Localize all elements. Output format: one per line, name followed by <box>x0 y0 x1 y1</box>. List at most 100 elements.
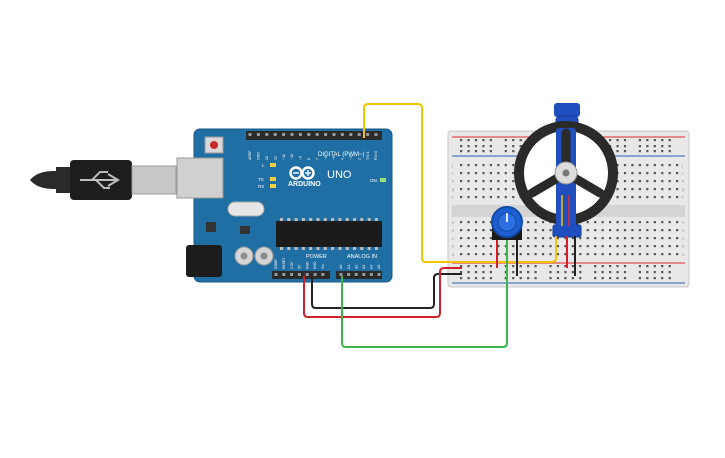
breadboard-hole[interactable] <box>489 271 492 274</box>
breadboard-hole[interactable] <box>668 139 671 142</box>
breadboard-hole[interactable] <box>504 253 507 256</box>
breadboard-hole[interactable] <box>482 139 485 142</box>
breadboard-hole[interactable] <box>467 164 470 167</box>
breadboard-hole[interactable] <box>519 245 522 248</box>
breadboard-hole[interactable] <box>556 253 560 256</box>
breadboard-hole[interactable] <box>467 196 470 199</box>
breadboard-hole[interactable] <box>534 253 537 256</box>
breadboard-hole[interactable] <box>601 237 604 240</box>
breadboard-hole[interactable] <box>646 237 649 240</box>
breadboard-hole[interactable] <box>638 271 641 274</box>
breadboard-hole[interactable] <box>668 245 671 248</box>
breadboard-hole[interactable] <box>519 277 522 280</box>
breadboard-hole[interactable] <box>497 172 500 175</box>
breadboard-hole[interactable] <box>623 221 627 224</box>
breadboard-hole[interactable] <box>594 253 597 256</box>
analog-pin[interactable] <box>362 273 366 276</box>
breadboard-hole[interactable] <box>534 245 537 248</box>
breadboard-hole[interactable] <box>646 164 649 167</box>
breadboard-hole[interactable] <box>609 265 612 268</box>
breadboard-hole[interactable] <box>482 277 485 280</box>
breadboard-hole[interactable] <box>616 229 619 232</box>
breadboard-hole[interactable] <box>623 150 627 153</box>
breadboard-hole[interactable] <box>474 229 478 232</box>
breadboard-hole[interactable] <box>646 145 649 148</box>
breadboard-hole[interactable] <box>512 196 515 199</box>
breadboard-hole[interactable] <box>661 196 664 199</box>
breadboard-hole[interactable] <box>474 150 478 153</box>
breadboard-hole[interactable] <box>653 188 656 191</box>
breadboard-hole[interactable] <box>467 253 470 256</box>
breadboard-hole[interactable] <box>661 229 664 232</box>
breadboard-hole[interactable] <box>519 265 522 268</box>
breadboard-hole[interactable] <box>661 271 664 274</box>
digital-pin[interactable] <box>340 133 344 136</box>
digital-pin[interactable] <box>256 133 260 136</box>
breadboard-hole[interactable] <box>676 221 679 224</box>
breadboard-hole[interactable] <box>564 245 567 248</box>
power-pin[interactable] <box>290 273 294 276</box>
breadboard-hole[interactable] <box>512 188 515 191</box>
breadboard-hole[interactable] <box>594 271 597 274</box>
breadboard-hole[interactable] <box>556 237 560 240</box>
breadboard-hole[interactable] <box>646 253 649 256</box>
breadboard-hole[interactable] <box>594 221 597 224</box>
breadboard-hole[interactable] <box>556 245 560 248</box>
breadboard-hole[interactable] <box>497 188 500 191</box>
breadboard-hole[interactable] <box>571 237 574 240</box>
breadboard-hole[interactable] <box>631 253 634 256</box>
breadboard-hole[interactable] <box>631 229 634 232</box>
breadboard-hole[interactable] <box>467 139 470 142</box>
breadboard-hole[interactable] <box>489 265 492 268</box>
breadboard-hole[interactable] <box>564 265 567 268</box>
breadboard-hole[interactable] <box>631 196 634 199</box>
breadboard-hole[interactable] <box>527 221 530 224</box>
breadboard-hole[interactable] <box>474 188 478 191</box>
breadboard-hole[interactable] <box>512 150 515 153</box>
breadboard-hole[interactable] <box>549 271 552 274</box>
breadboard-hole[interactable] <box>467 265 470 268</box>
breadboard-hole[interactable] <box>594 265 597 268</box>
breadboard-hole[interactable] <box>482 245 485 248</box>
breadboard-hole[interactable] <box>497 196 500 199</box>
breadboard-hole[interactable] <box>504 265 507 268</box>
breadboard-hole[interactable] <box>512 271 515 274</box>
breadboard-hole[interactable] <box>527 237 530 240</box>
breadboard-hole[interactable] <box>623 172 627 175</box>
breadboard-hole[interactable] <box>527 271 530 274</box>
breadboard-hole[interactable] <box>460 150 463 153</box>
breadboard-hole[interactable] <box>467 188 470 191</box>
breadboard-hole[interactable] <box>623 229 627 232</box>
breadboard-hole[interactable] <box>661 145 664 148</box>
breadboard-hole[interactable] <box>676 229 679 232</box>
power-wire[interactable] <box>303 267 462 318</box>
breadboard-hole[interactable] <box>579 245 582 248</box>
breadboard-hole[interactable] <box>668 150 671 153</box>
breadboard-hole[interactable] <box>623 271 627 274</box>
breadboard-hole[interactable] <box>646 277 649 280</box>
digital-pin[interactable] <box>290 133 294 136</box>
breadboard-hole[interactable] <box>467 229 470 232</box>
breadboard-hole[interactable] <box>556 277 560 280</box>
breadboard-hole[interactable] <box>668 265 671 268</box>
breadboard-hole[interactable] <box>482 229 485 232</box>
breadboard-hole[interactable] <box>616 145 619 148</box>
breadboard-hole[interactable] <box>668 188 671 191</box>
breadboard-hole[interactable] <box>467 145 470 148</box>
digital-pin[interactable] <box>282 133 286 136</box>
breadboard-hole[interactable] <box>646 265 649 268</box>
breadboard-hole[interactable] <box>474 139 478 142</box>
breadboard-hole[interactable] <box>638 150 641 153</box>
breadboard-hole[interactable] <box>601 265 604 268</box>
breadboard-hole[interactable] <box>609 271 612 274</box>
breadboard-hole[interactable] <box>638 245 641 248</box>
breadboard-hole[interactable] <box>512 172 515 175</box>
breadboard-hole[interactable] <box>653 229 656 232</box>
breadboard-hole[interactable] <box>676 164 679 167</box>
breadboard-hole[interactable] <box>616 277 619 280</box>
breadboard-hole[interactable] <box>482 188 485 191</box>
breadboard-hole[interactable] <box>489 245 492 248</box>
breadboard-hole[interactable] <box>497 245 500 248</box>
breadboard-hole[interactable] <box>534 221 537 224</box>
potentiometer[interactable] <box>491 206 523 240</box>
